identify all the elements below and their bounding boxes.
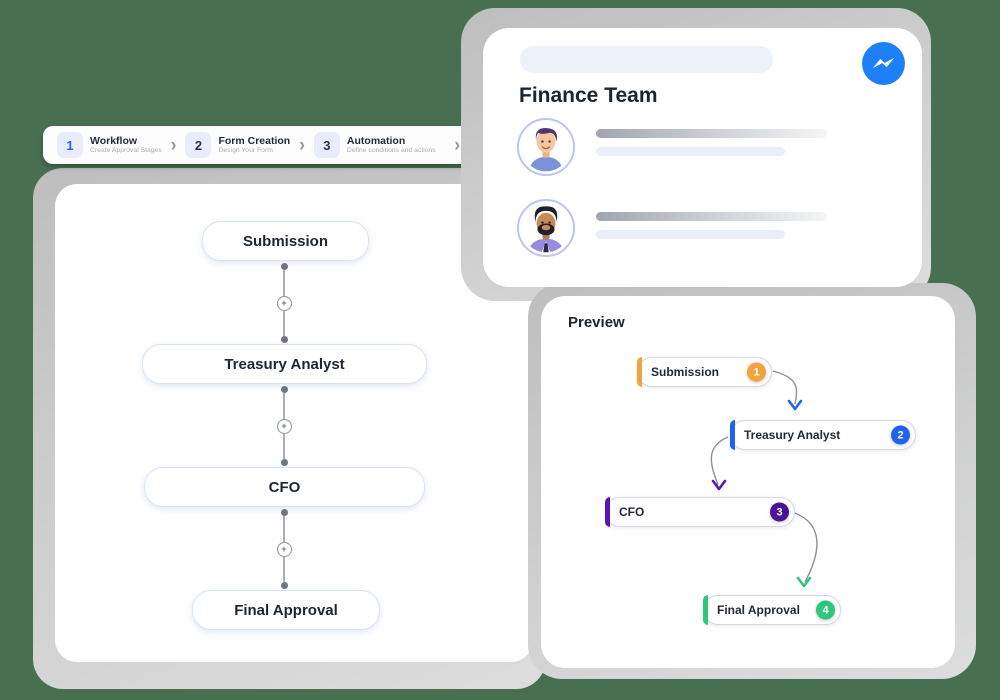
connector-line [283,393,285,419]
workflow-stage-submission[interactable]: Submission [202,221,369,261]
workflow-stage-cfo[interactable]: CFO [144,467,425,507]
workflow-stage-treasury-analyst[interactable]: Treasury Analyst [142,344,427,384]
workflow-stage-final-approval[interactable]: Final Approval [192,590,380,630]
workflow-builder-panel: Submission + Treasury Analyst + CFO [55,184,533,662]
preview-card: Preview Submission 1 Treasury Analyst 2 … [541,296,955,668]
preview-node-submission[interactable]: Submission 1 [637,357,772,387]
stage-connector: + [276,509,292,589]
node-label: CFO [619,505,645,519]
plus-icon: + [281,420,287,431]
step-number: 1 [57,132,83,158]
step-title: Workflow [90,135,138,148]
text-placeholder-bar [596,147,785,156]
stepper-bar: 1 Workflow Create Approval Stages › 2 Fo… [43,126,479,164]
preview-node-final-approval[interactable]: Final Approval 4 [703,595,841,625]
connector-line [283,270,285,296]
node-accent [605,497,610,527]
stage-label: Submission [242,232,328,250]
step-subtitle: Design Your Form [218,147,273,155]
connector-dot-icon [280,386,288,393]
stepper-step-automation[interactable]: 3 Automation Define conditions and actio… [313,132,436,158]
text-placeholder-bar [596,230,785,239]
connector-line [283,433,285,459]
node-accent [637,357,642,387]
step-badge: 1 [747,362,766,382]
text-placeholder-bar [596,212,827,221]
step-badge: 3 [770,502,789,522]
connector-line [283,516,285,542]
team-card-title: Finance Team [519,84,658,107]
stage-connector: + [276,386,292,466]
step-title: Form Creation [218,135,291,148]
connector-dot-icon [280,509,288,516]
node-accent [730,420,735,450]
node-label: Treasury Analyst [744,428,841,442]
step-subtitle: Define conditions and actions [346,147,436,155]
preview-card-title: Preview [568,314,625,331]
stepper-step-form-creation[interactable]: 2 Form Creation Design Your Form [185,132,290,158]
stage-label: Final Approval [234,601,338,619]
plus-icon: + [281,543,287,554]
plus-icon: + [281,297,287,308]
connector-line [283,310,285,336]
preview-node-cfo[interactable]: CFO 3 [605,497,795,527]
stage-label: CFO [268,478,301,496]
add-stage-button[interactable]: + [276,295,292,311]
text-placeholder-bar [596,129,827,138]
chevron-right-icon: › [299,133,305,156]
stage-connector: + [276,263,292,343]
messenger-icon[interactable] [861,41,906,86]
stage-label: Treasury Analyst [224,355,345,373]
preview-node-treasury-analyst[interactable]: Treasury Analyst 2 [730,420,916,450]
header-placeholder-bar [520,46,773,73]
step-number: 3 [313,132,340,158]
connector-line [283,556,285,582]
add-stage-button[interactable]: + [276,418,292,434]
node-accent [703,595,708,625]
connector-dot-icon [280,459,288,466]
step-badge: 4 [816,600,835,620]
connector-dot-icon [280,263,288,270]
connector-dot-icon [280,336,288,343]
step-subtitle: Create Approval Stages [90,147,162,155]
node-label: Final Approval [717,603,800,617]
stepper-step-workflow[interactable]: 1 Workflow Create Approval Stages [57,132,162,158]
chevron-right-icon: › [170,133,177,156]
add-stage-button[interactable]: + [276,541,292,557]
chevron-right-icon: › [454,133,460,156]
step-title: Automation [346,135,406,148]
avatar-member-1 [517,118,575,176]
team-card: Finance Team [483,28,922,287]
avatar-member-2 [517,199,575,257]
node-label: Submission [651,365,720,379]
step-number: 2 [185,132,212,158]
connector-dot-icon [280,582,288,589]
step-badge: 2 [891,425,910,445]
